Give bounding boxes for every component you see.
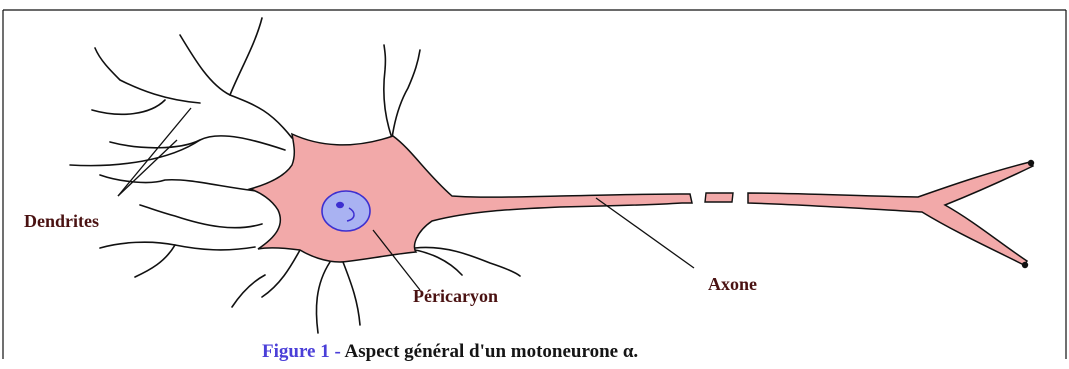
dendrite bbox=[232, 275, 265, 307]
dendrite bbox=[316, 262, 330, 333]
neuron-soma bbox=[250, 134, 692, 262]
axon-terminal bbox=[748, 162, 1033, 265]
dendrites-label: Dendrites bbox=[24, 211, 99, 232]
figure-caption: Figure 1 - Aspect général d'un motoneuro… bbox=[262, 341, 638, 363]
axone-leader-line bbox=[596, 198, 694, 268]
dendrite bbox=[70, 140, 200, 166]
dendrite bbox=[110, 136, 285, 150]
dendrite bbox=[100, 242, 255, 250]
figure-number: Figure 1 - bbox=[262, 341, 341, 362]
dendrite bbox=[384, 45, 392, 138]
dendrite bbox=[180, 35, 292, 138]
dendrite bbox=[230, 18, 262, 95]
dendrite bbox=[95, 48, 200, 103]
axon-terminal-end bbox=[1028, 160, 1034, 166]
dendrite bbox=[343, 262, 360, 325]
pericaryon-label: Péricaryon bbox=[413, 286, 498, 307]
nucleus bbox=[322, 191, 370, 231]
dendrite bbox=[135, 245, 175, 277]
axon-segment bbox=[705, 193, 733, 202]
nucleolus bbox=[336, 202, 344, 208]
axon-terminal-end bbox=[1022, 262, 1028, 268]
figure-description: Aspect général d'un motoneurone α. bbox=[345, 341, 639, 362]
dendrite bbox=[140, 205, 262, 228]
dendrite bbox=[392, 50, 420, 138]
dendrite bbox=[262, 250, 300, 297]
dendrite bbox=[92, 100, 165, 114]
axone-label: Axone bbox=[708, 274, 757, 295]
dendrite bbox=[415, 247, 520, 276]
